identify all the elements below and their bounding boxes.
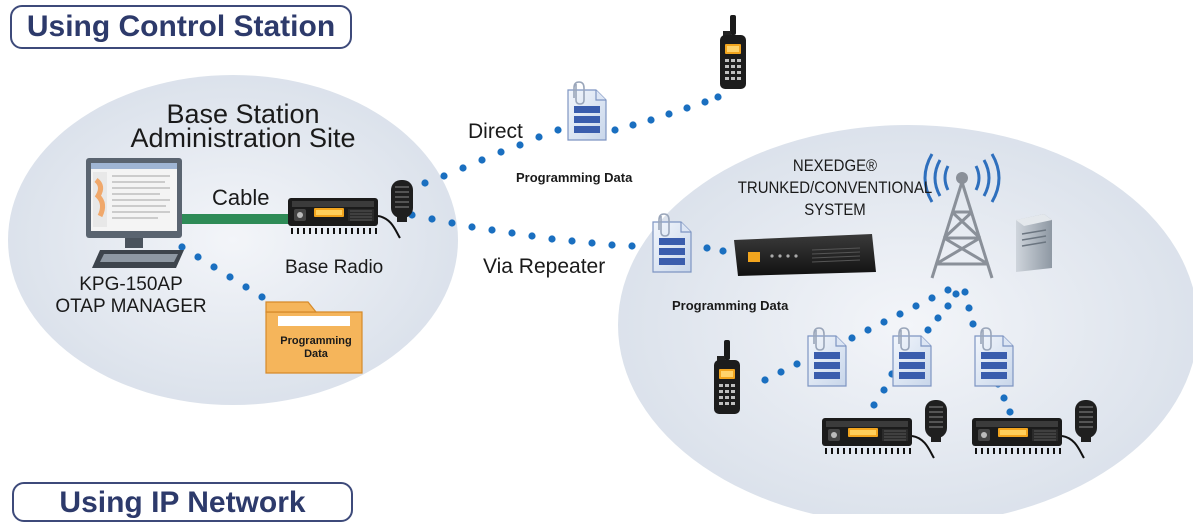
folder-label-line2: Data	[304, 348, 328, 360]
folder-label: Programming Data	[268, 335, 364, 361]
base-site-title-line1: Base Station	[166, 99, 320, 129]
base-station-admin-title: Base Station Administration Site	[108, 99, 378, 153]
header-using-control-station: Using Control Station	[10, 5, 352, 49]
programming-data-folder	[265, 301, 363, 374]
software-label-line1: KPG-150AP	[79, 274, 183, 295]
radio-waves-icon	[923, 153, 1001, 203]
base-radio-label: Base Radio	[285, 257, 384, 278]
software-label-line2: OTAP MANAGER	[55, 296, 207, 317]
dotted-connections	[178, 93, 1014, 416]
nexedge-line3: SYSTEM	[804, 200, 866, 219]
nexedge-line2: TRUNKED/CONVENTIONAL	[737, 178, 933, 197]
nexedge-system-label: NEXEDGE® TRUNKED/CONVENTIONAL SYSTEM	[734, 155, 936, 221]
software-label: KPG-150AP OTAP MANAGER	[36, 274, 226, 318]
repeater-icon	[734, 234, 876, 276]
direct-label: Direct	[468, 120, 523, 143]
base-site-title-line2: Administration Site	[130, 123, 356, 153]
handheld-radio-top-icon	[720, 15, 746, 89]
server-icon	[1016, 214, 1052, 272]
programming-data-direct-label: Programming Data	[516, 170, 633, 185]
nexedge-line1: NEXEDGE®	[792, 156, 878, 175]
radio-tower-icon	[930, 181, 994, 279]
via-repeater-label: Via Repeater	[483, 255, 606, 278]
cable-line	[180, 214, 292, 224]
folder-label-line1: Programming	[280, 335, 352, 347]
programming-data-repeater-label: Programming Data	[672, 298, 789, 313]
header-using-ip-network: Using IP Network	[12, 482, 353, 522]
document-direct-icon	[567, 81, 607, 141]
pc-icon	[86, 158, 184, 268]
cable-label: Cable	[212, 185, 270, 210]
